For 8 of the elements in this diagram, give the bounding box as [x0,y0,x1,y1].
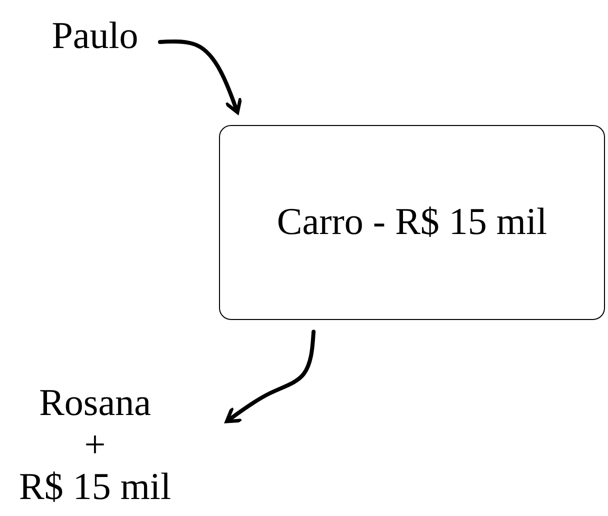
curved-arrow [224,330,316,424]
box-label: Carro - R$ 15 mil [276,202,548,244]
name-label: R$ 15 mil [18,466,172,509]
rounded-box [219,125,605,320]
name-label: Rosana [39,383,151,426]
curved-arrow [158,39,242,114]
name-label: Paulo [52,16,138,58]
name-label: + [84,425,106,467]
